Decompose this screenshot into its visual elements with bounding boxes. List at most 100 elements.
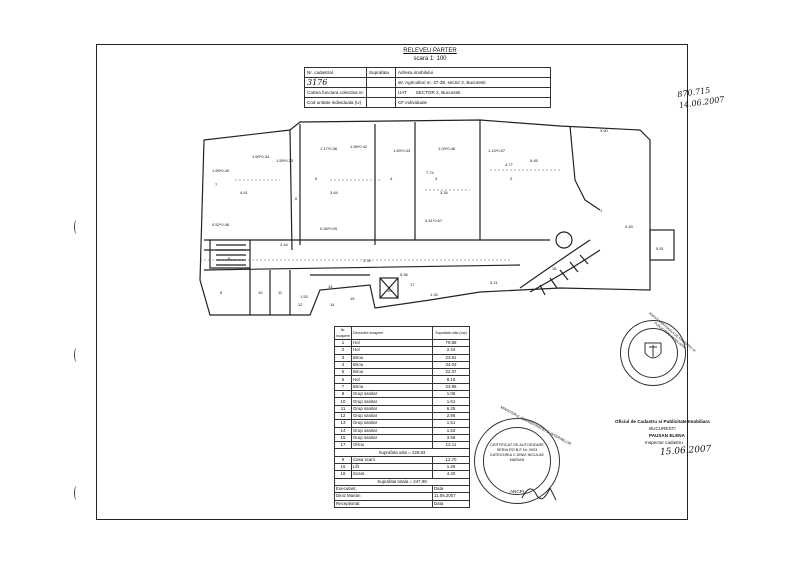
dimension-label: 4.77 <box>505 162 514 167</box>
dimension-label: 1.34 <box>430 292 439 297</box>
room-number: 14 <box>330 302 335 307</box>
dimension-label: 1.03*0.46 <box>438 146 456 151</box>
room-number: 8 <box>220 290 223 295</box>
total-row: Suprafata totala = 247.99 <box>334 477 470 486</box>
dimension-label: 3.90 <box>600 128 609 133</box>
cadastre-office-block: Oficiul de Cadastru si Publicitate Imobi… <box>615 418 710 446</box>
room-number: 18 <box>552 266 557 271</box>
dimension-label: 7.74 <box>426 170 435 175</box>
room-number: 5 <box>315 176 318 181</box>
room-name-cell: Lift <box>351 463 433 472</box>
room-number-cell: 5 <box>334 368 352 377</box>
subtotal-row: Suprafata utila = 229.83 <box>334 448 470 457</box>
dimension-label: 0.52*0.46 <box>212 222 230 227</box>
punch-hole-mark <box>74 348 79 362</box>
room-area-cell: 4.20 <box>432 470 470 479</box>
room-number-cell: 15 <box>334 433 352 443</box>
dimension-label: 5.51 <box>656 246 665 251</box>
room-number: 4 <box>390 176 393 181</box>
room-name-cell: Hol <box>351 375 433 384</box>
signoff-cell: Data <box>432 499 470 508</box>
room-number-cell: 17 <box>334 441 352 450</box>
meta-cell: Nr. cadastral <box>304 67 367 78</box>
room-number: 13 <box>328 284 333 289</box>
meta-cell: UAT SECTOR 2, Bucuresti <box>394 87 551 98</box>
meta-cell: Suprafata <box>365 67 396 78</box>
stamp-center-text: CERTIFICAT DE AUTORIZARE SERIA RO B-F Nr… <box>489 443 545 462</box>
plan-scale: scara 1: 100 <box>413 56 447 62</box>
room-area-cell: 12.70 <box>432 455 470 465</box>
meta-cell: Adresa imobilului <box>394 67 551 78</box>
room-area-cell: 1.25 <box>432 463 470 472</box>
room-number-cell: 10 <box>334 397 352 406</box>
table-header: Suprafata utila (mp) <box>432 326 470 340</box>
dimension-label: 3.64 <box>330 190 339 195</box>
dimension-label: 1.13*0.57 <box>488 148 506 153</box>
room-number-cell: 13 <box>334 419 352 428</box>
dimension-label: 1.63*0.43 <box>393 148 411 153</box>
room-number: 9 <box>228 256 231 261</box>
room-number-cell: 11 <box>334 404 352 413</box>
room-number-cell: 4 <box>334 360 352 370</box>
room-name-cell: Grup sanitar <box>351 419 433 428</box>
room-number: 6 <box>295 196 298 201</box>
room-number: 3 <box>435 176 438 181</box>
room-area-cell: 1.06 <box>432 390 470 399</box>
room-name-cell: Hol <box>351 346 433 355</box>
drawing-frame <box>96 44 688 520</box>
stamp-bottom-text: ANCPI <box>509 489 525 494</box>
room-name-cell: Grup sanitar <box>351 390 433 399</box>
room-area-cell: 1.51 <box>432 419 470 428</box>
dimension-label: 4.61 <box>240 190 249 195</box>
inspector-role: Inspector cadastru <box>645 440 683 445</box>
room-name-cell: Grup sanitar <box>351 433 433 443</box>
room-area-cell: 34.03 <box>432 360 470 370</box>
room-number-cell: 8 <box>334 390 352 399</box>
agency-stamp: AGENTIA NATIONALA DE CADASTRU SI PUBLICI… <box>620 311 697 386</box>
room-name-cell: Scara <box>351 470 433 479</box>
room-number-cell: 9 <box>334 455 352 465</box>
punch-hole-mark <box>74 220 79 234</box>
room-name-cell: Grup sanitar <box>351 404 433 413</box>
room-number: 11 <box>278 290 283 295</box>
room-name-cell: Grup sanitar <box>351 411 433 421</box>
stamp-inner-ring <box>628 328 678 378</box>
room-number-cell: 14 <box>334 426 352 435</box>
meta-cell <box>365 77 396 88</box>
dimension-label: 1.55*0.40 <box>212 168 230 173</box>
room-name-cell: Grup sanitar <box>351 397 433 406</box>
dimension-label: 1.55*0.33 <box>276 158 294 163</box>
room-number: 15 <box>350 296 355 301</box>
coat-of-arms-icon <box>644 342 662 359</box>
dimension-label: 5.36 <box>400 272 409 277</box>
room-number-cell: 7 <box>334 382 352 392</box>
room-area-cell: 23.61 <box>432 353 470 362</box>
room-area-cell: 23.86 <box>432 382 470 392</box>
meta-cell: CF individuale <box>394 97 551 108</box>
signoff-cell: 11.06.2007 <box>432 492 470 501</box>
dimension-label: 0.41*0.67 <box>425 218 443 223</box>
room-name-cell: Birou <box>351 382 433 392</box>
room-name-cell: Hol <box>351 338 433 348</box>
room-area-cell: 3.59 <box>432 433 470 443</box>
cadastral-info-table: Nr. cadastral Suprafata Adresa imobilulu… <box>304 67 551 108</box>
room-area-cell: 1.61 <box>432 397 470 406</box>
meta-cell <box>365 97 396 108</box>
dimension-label: 1.17*0.36 <box>320 146 338 151</box>
authorization-stamp: MINISTERUL ADMINISTRATIEI SI INTERNELOR … <box>474 405 572 504</box>
room-area-cell: 8.10 <box>432 375 470 384</box>
meta-cell: Cod unitate individuala (U) <box>304 97 367 108</box>
room-area-cell: 1.53 <box>432 426 470 435</box>
room-number-cell: 2 <box>334 346 352 355</box>
cadastral-number-hand: 3176 <box>304 77 367 88</box>
